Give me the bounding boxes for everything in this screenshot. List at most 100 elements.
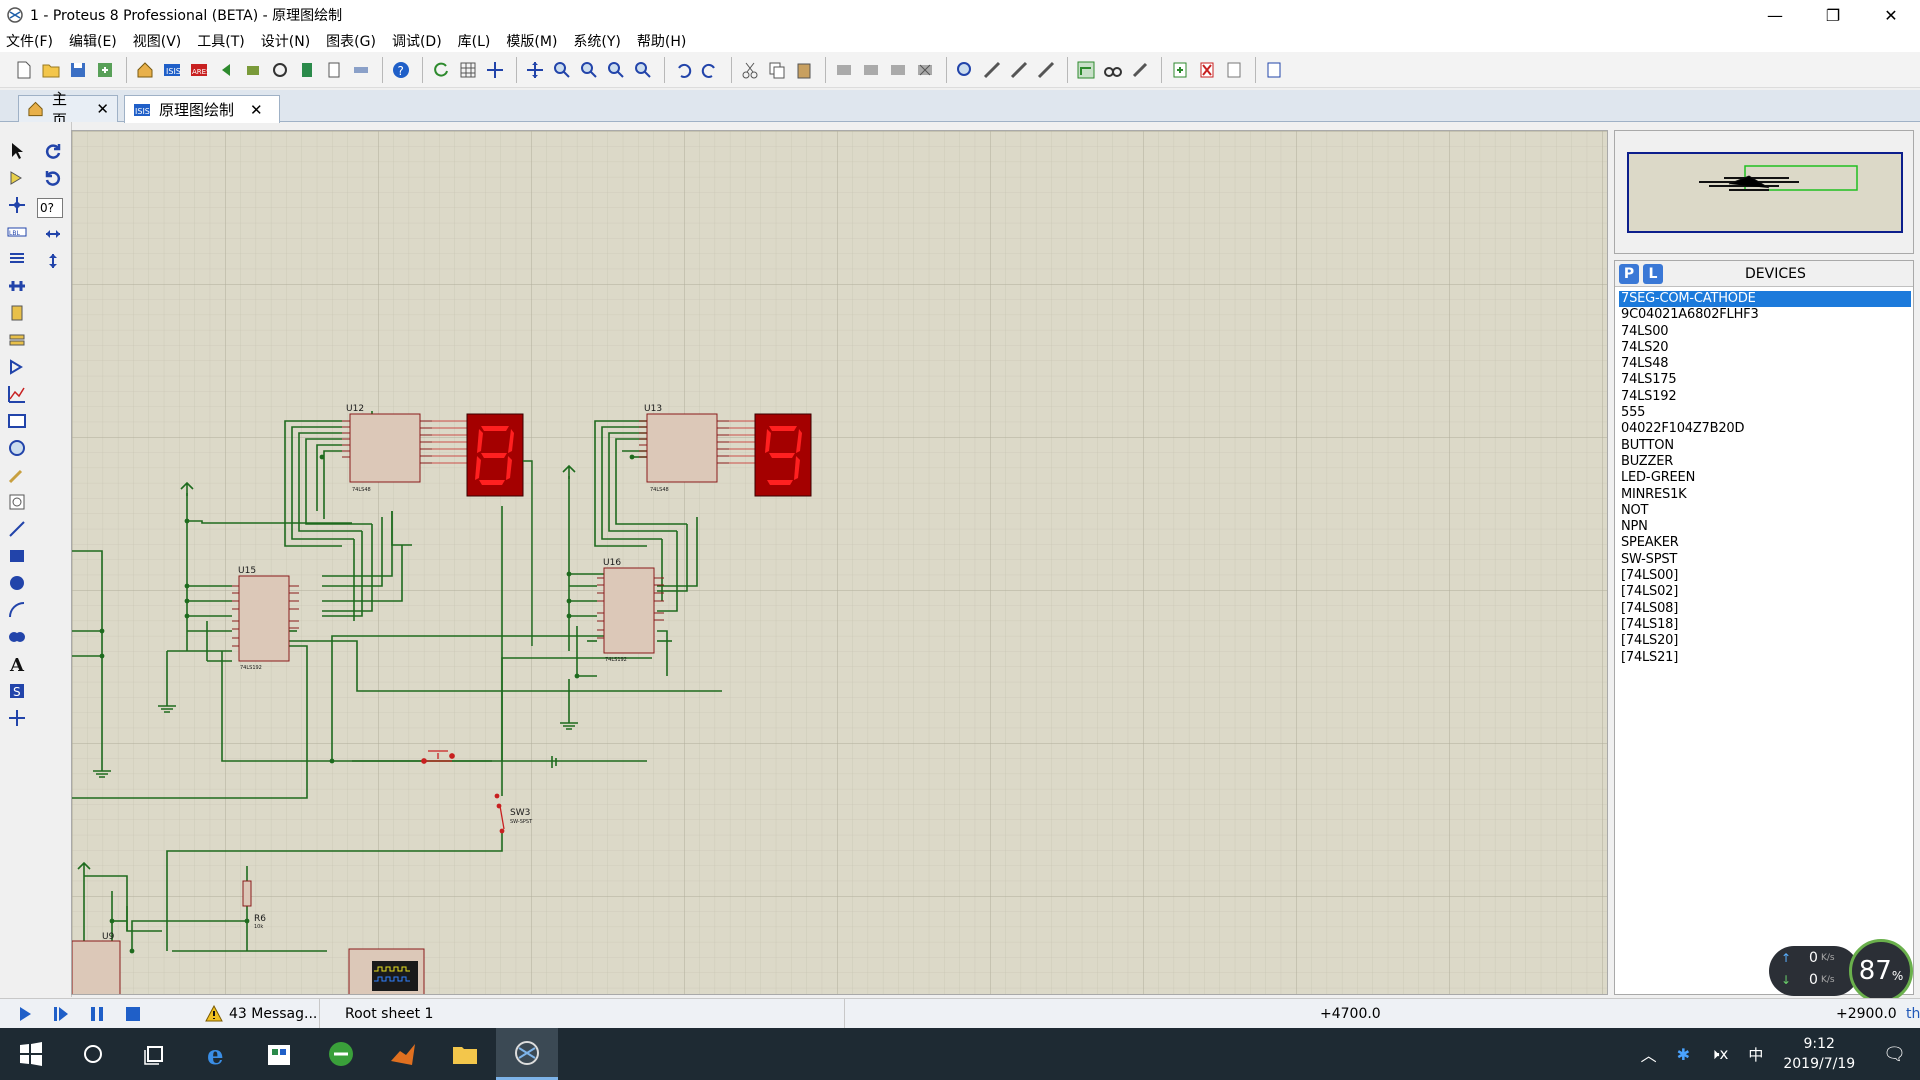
voltage-probe-mode-icon[interactable]: [4, 462, 30, 488]
device-item[interactable]: 74LS192: [1621, 388, 1677, 404]
property-tool-icon[interactable]: [1128, 58, 1152, 82]
start-button[interactable]: [0, 1028, 62, 1080]
generator-mode-icon[interactable]: [4, 435, 30, 461]
search-tag-icon[interactable]: [1101, 58, 1125, 82]
device-item[interactable]: 74LS00: [1621, 323, 1669, 339]
device-item[interactable]: 9C04021A6802FLHF3: [1621, 307, 1759, 323]
device-item[interactable]: 74LS48: [1621, 356, 1669, 372]
mirror-horizontal-icon[interactable]: [40, 221, 66, 247]
device-item[interactable]: [74LS08]: [1621, 600, 1679, 616]
gerber-icon[interactable]: [268, 58, 292, 82]
block-delete-icon[interactable]: [913, 58, 937, 82]
make-device-icon[interactable]: [980, 58, 1004, 82]
import-icon[interactable]: [93, 58, 117, 82]
search-button[interactable]: [62, 1028, 124, 1080]
zoom-all-icon[interactable]: [604, 58, 628, 82]
switch-sw3[interactable]: SW3 SW-SPST: [494, 793, 533, 834]
arc-mode-icon[interactable]: [4, 597, 30, 623]
redo-icon[interactable]: [698, 58, 722, 82]
close-button[interactable]: ✕: [1884, 5, 1898, 25]
box-mode-icon[interactable]: [4, 543, 30, 569]
taskbar-clock[interactable]: 9:12 2019/7/19: [1783, 1034, 1855, 1074]
overview-window[interactable]: [1614, 130, 1914, 254]
marker-mode-icon[interactable]: [4, 705, 30, 731]
wire-label-mode-icon[interactable]: LBL: [4, 219, 30, 245]
chip-u15[interactable]: U15 74LS192: [232, 566, 299, 671]
pan-icon[interactable]: [523, 58, 547, 82]
volume-icon[interactable]: 🕨x: [1710, 1045, 1729, 1063]
overview-map[interactable]: [1627, 152, 1903, 233]
netlist-icon[interactable]: [1262, 58, 1286, 82]
device-item[interactable]: [74LS21]: [1621, 649, 1679, 665]
device-item[interactable]: [74LS20]: [1621, 633, 1679, 649]
device-item[interactable]: 7SEG-COM-CATHODE: [1619, 291, 1911, 308]
library-manager-button[interactable]: L: [1643, 263, 1663, 284]
new-file-icon[interactable]: [12, 58, 36, 82]
device-item[interactable]: 04022F104Z7B20D: [1621, 421, 1745, 437]
rotation-angle-input[interactable]: 0?: [37, 198, 63, 218]
tape-recorder-mode-icon[interactable]: [4, 408, 30, 434]
decompose-icon[interactable]: [1034, 58, 1058, 82]
cut-icon[interactable]: [738, 58, 762, 82]
menu-view[interactable]: 视图(V): [132, 34, 182, 50]
selection-mode-icon[interactable]: [4, 138, 30, 164]
schematic-canvas[interactable]: U12 74LS48 U13 74LS48: [71, 130, 1608, 995]
device-item[interactable]: MINRES1K: [1621, 486, 1687, 502]
messages-indicator[interactable]: 43 Messag...: [205, 999, 320, 1029]
taskbar-360-browser[interactable]: [310, 1028, 372, 1080]
ares-icon[interactable]: ARES: [187, 58, 211, 82]
step-button[interactable]: [50, 1003, 72, 1025]
seven-segment-display-left[interactable]: 8: [72, 131, 524, 497]
seven-segment-display-right[interactable]: 9: [72, 131, 812, 497]
pause-button[interactable]: [86, 1003, 108, 1025]
junction-mode-icon[interactable]: [4, 192, 30, 218]
3d-view-icon[interactable]: [241, 58, 265, 82]
tab-home[interactable]: 主页 ✕: [18, 90, 118, 129]
push-button[interactable]: [421, 750, 455, 764]
device-item[interactable]: [74LS00]: [1621, 568, 1679, 584]
tab-schematic[interactable]: ISIS 原理图绘制 ✕: [124, 95, 280, 123]
device-item[interactable]: 555: [1621, 405, 1646, 421]
device-item[interactable]: NPN: [1621, 519, 1648, 535]
copy-icon[interactable]: [765, 58, 789, 82]
graph-mode-icon[interactable]: [4, 381, 30, 407]
exit-parent-icon[interactable]: [1222, 58, 1246, 82]
component-mode-icon[interactable]: [4, 165, 30, 191]
device-item[interactable]: NOT: [1621, 502, 1649, 518]
back-icon[interactable]: [214, 58, 238, 82]
help-icon[interactable]: ?: [389, 58, 413, 82]
stop-button[interactable]: [122, 1003, 144, 1025]
menu-debug[interactable]: 调试(D): [391, 34, 442, 50]
chip-u9[interactable]: U9: [72, 932, 121, 995]
menu-library[interactable]: 库(L): [457, 34, 491, 50]
menu-edit[interactable]: 编辑(E): [68, 34, 117, 50]
bluetooth-icon[interactable]: ✱: [1676, 1044, 1690, 1064]
device-item[interactable]: [74LS02]: [1621, 584, 1679, 600]
open-folder-icon[interactable]: [39, 58, 63, 82]
undo-icon[interactable]: [671, 58, 695, 82]
block-copy-icon[interactable]: [832, 58, 856, 82]
menu-file[interactable]: 文件(F): [6, 34, 53, 50]
rotate-clockwise-icon[interactable]: [40, 138, 66, 164]
paste-icon[interactable]: [792, 58, 816, 82]
source-icon[interactable]: [322, 58, 346, 82]
device-item[interactable]: LED-GREEN: [1621, 470, 1696, 486]
text-mode-icon[interactable]: A: [4, 651, 30, 677]
taskbar-file-explorer[interactable]: [434, 1028, 496, 1080]
pick-devices-button[interactable]: P: [1619, 263, 1639, 284]
wire-autorouter-icon[interactable]: [1074, 58, 1098, 82]
refresh-icon[interactable]: [429, 58, 453, 82]
device-item[interactable]: 74LS20: [1621, 339, 1669, 355]
device-item[interactable]: SPEAKER: [1621, 535, 1679, 551]
resistor-r6[interactable]: R6 10k: [242, 880, 266, 930]
tab-schematic-close-icon[interactable]: ✕: [250, 100, 263, 119]
ime-indicator[interactable]: 中: [1748, 1045, 1764, 1064]
menu-help[interactable]: 帮助(H): [636, 34, 687, 50]
subcircuit-mode-icon[interactable]: [4, 300, 30, 326]
isis-icon[interactable]: ISIS: [160, 58, 184, 82]
menu-template[interactable]: 模版(M): [506, 34, 558, 50]
device-item[interactable]: BUTTON: [1621, 437, 1674, 453]
taskbar-edge[interactable]: e: [186, 1028, 248, 1080]
taskbar-matlab[interactable]: [372, 1028, 434, 1080]
packaging-icon[interactable]: [1007, 58, 1031, 82]
